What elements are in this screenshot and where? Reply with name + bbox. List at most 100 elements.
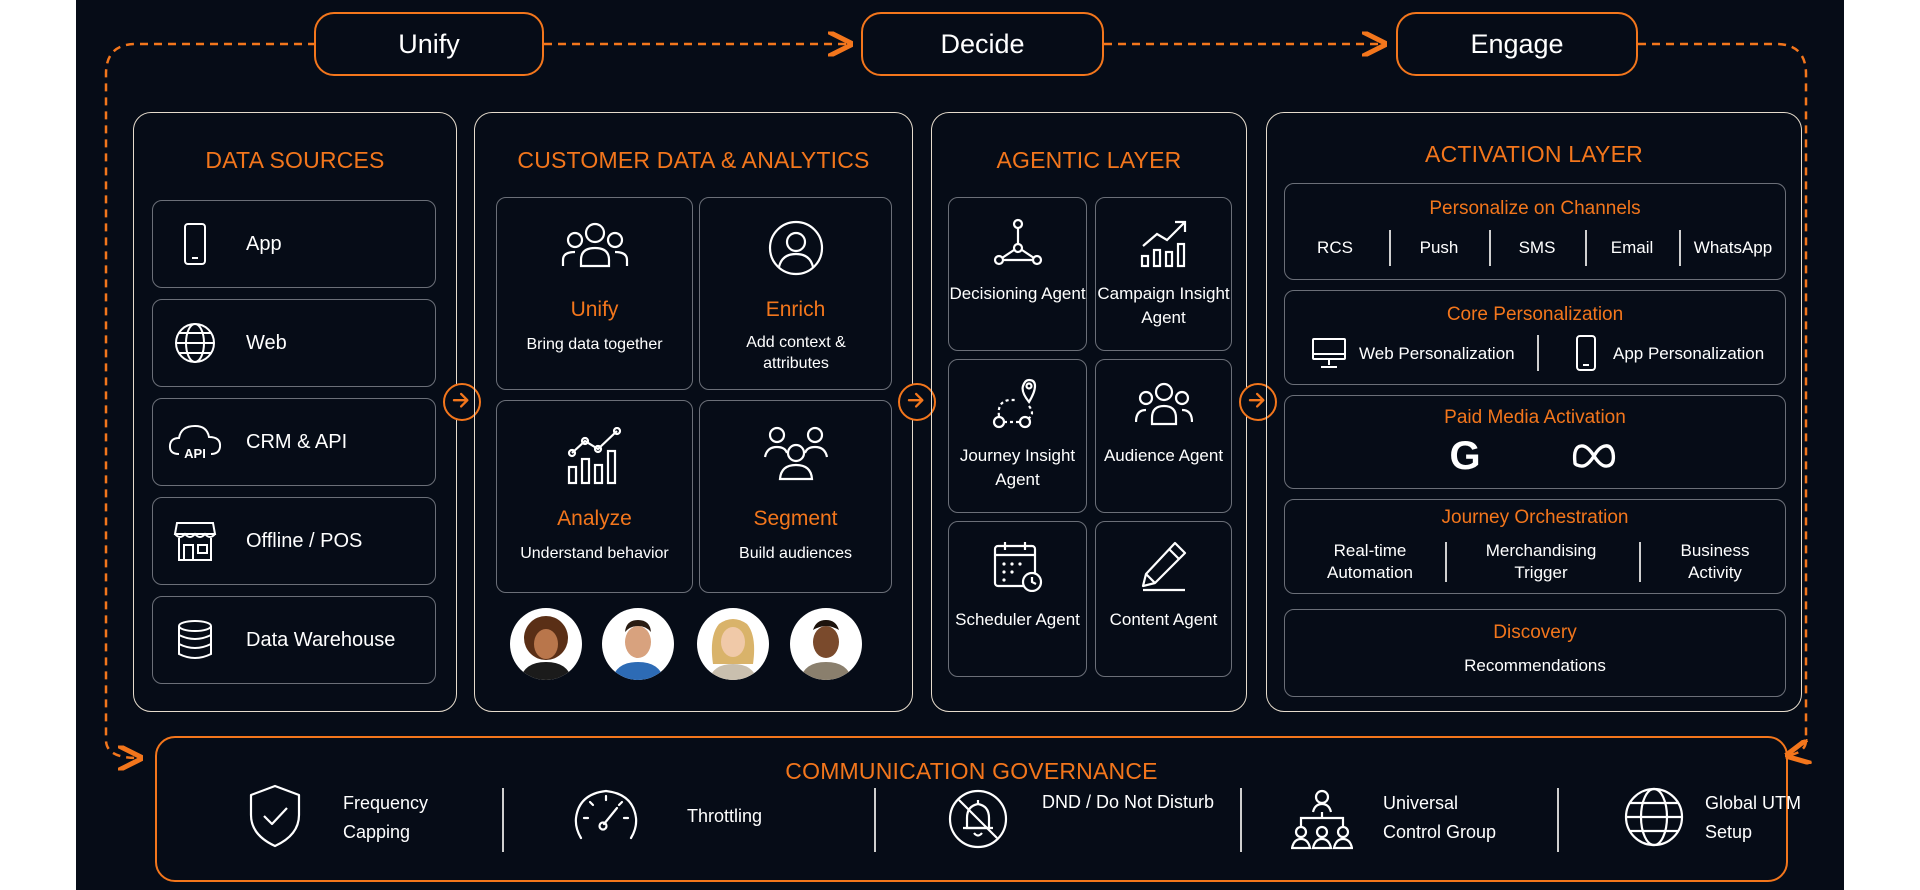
hierarchy-users-icon [1291, 789, 1353, 850]
discovery-box: Discovery Recommendations [1284, 609, 1786, 697]
monitor-icon [1312, 338, 1346, 368]
audience-group-icon [763, 426, 828, 481]
user-circle-icon [768, 220, 823, 276]
avatar [602, 608, 674, 680]
channels-box: Personalize on Channels RCS Push SMS Ema… [1284, 183, 1786, 280]
agentic-layer-title: AGENTIC LAYER [996, 147, 1182, 173]
channel-item: Push [1419, 238, 1459, 257]
database-icon [178, 620, 212, 659]
divider [1240, 788, 1242, 852]
cell-title: Analyze [557, 507, 632, 530]
web-personalization-label: Web Personalization [1359, 344, 1515, 363]
journey-title: Journey Orchestration [1441, 507, 1629, 528]
paid-media-title: Paid Media Activation [1444, 407, 1626, 428]
activation-layer-title: ACTIVATION LAYER [1425, 141, 1643, 167]
audience-icon [1134, 382, 1193, 426]
activation-layer-panel: ACTIVATION LAYER Personalize on Channels… [1266, 112, 1802, 712]
agent-scheduler: Scheduler Agent [948, 521, 1087, 677]
stage-unify: Unify [314, 12, 544, 76]
avatar [790, 608, 862, 680]
agent-label: Journey Insight Agent [959, 446, 1076, 489]
source-label: App [246, 232, 282, 255]
agent-decisioning: Decisioning Agent [948, 197, 1087, 351]
journey-item: Business Activity [1680, 541, 1750, 582]
cell-title: Unify [570, 298, 619, 321]
source-label: Offline / POS [246, 529, 363, 552]
channel-item: RCS [1317, 238, 1353, 257]
flow-arrow-icon [1239, 383, 1277, 421]
avatar [697, 608, 769, 680]
agent-label: Decisioning Agent [949, 284, 1086, 303]
growth-chart-icon [567, 427, 621, 485]
divider [1679, 230, 1681, 266]
core-personalization-box: Core Personalization Web Personalization… [1284, 290, 1786, 385]
channel-item: SMS [1518, 238, 1556, 257]
cell-subtitle: Bring data together [526, 336, 663, 353]
cell-subtitle: Add context & attributes [746, 334, 846, 372]
governance-label: Universal Control Group [1383, 793, 1497, 842]
app-personalization-label: App Personalization [1613, 344, 1765, 363]
agentic-layer-panel: AGENTIC LAYER Decisioning Agent Campaign… [931, 112, 1247, 712]
agent-label: Scheduler Agent [955, 610, 1080, 629]
agent-audience: Audience Agent [1095, 359, 1232, 513]
customer-data-panel: CUSTOMER DATA & ANALYTICS Unify Bring da… [474, 112, 913, 712]
customer-data-title: CUSTOMER DATA & ANALYTICS [517, 147, 870, 173]
store-icon [173, 522, 217, 561]
agent-label: Campaign Insight Agent [1097, 284, 1230, 327]
agent-label: Audience Agent [1103, 446, 1224, 465]
globe-icon [1624, 787, 1684, 847]
users-group-icon [561, 222, 628, 268]
cloud-api-icon: API [168, 424, 222, 461]
divider [1489, 230, 1491, 266]
divider [1585, 230, 1587, 266]
agent-label: Content Agent [1109, 610, 1218, 629]
channel-item: Email [1610, 238, 1654, 257]
source-item-app: App [152, 200, 436, 288]
shield-check-icon [249, 784, 301, 848]
source-label: Web [246, 331, 287, 354]
data-sources-title: DATA SOURCES [205, 147, 385, 173]
data-sources-panel: DATA SOURCES App Web API CRM & API [133, 112, 457, 712]
core-title: Core Personalization [1446, 304, 1624, 325]
governance-label: Global UTM Setup [1705, 793, 1802, 842]
governance-panel: COMMUNICATION GOVERNANCE Frequency Cappi… [155, 736, 1801, 882]
cell-enrich: Enrich Add context & attributes [699, 197, 892, 390]
source-item-crm: API CRM & API [152, 398, 436, 486]
cell-segment: Segment Build audiences [699, 400, 892, 593]
cell-title: Segment [753, 507, 838, 530]
svg-text:API: API [184, 446, 206, 461]
discovery-title: Discovery [1493, 622, 1577, 643]
divider [1389, 230, 1391, 266]
flow-connectors [104, 0, 1844, 890]
speedometer-icon [574, 789, 638, 840]
google-icon: G [1449, 434, 1481, 478]
smartphone-icon [1576, 335, 1596, 371]
journey-orchestration-box: Journey Orchestration Real-time Automati… [1284, 499, 1786, 594]
avatar [510, 608, 582, 680]
cell-subtitle: Understand behavior [520, 545, 669, 562]
cell-subtitle: Build audiences [739, 545, 852, 562]
divider [1557, 788, 1559, 852]
agent-campaign-insight: Campaign Insight Agent [1095, 197, 1232, 351]
journey-path-icon [992, 378, 1036, 429]
paid-media-box: Paid Media Activation G [1284, 395, 1786, 489]
source-item-warehouse: Data Warehouse [152, 596, 436, 684]
governance-title: COMMUNICATION GOVERNANCE [785, 758, 1158, 784]
agent-journey-insight: Journey Insight Agent [948, 359, 1087, 513]
cell-title: Enrich [765, 298, 826, 321]
governance-label: DND / Do Not Disturb [1042, 792, 1215, 812]
divider [1639, 542, 1641, 582]
agent-content: Content Agent [1095, 521, 1232, 677]
bell-off-icon [948, 789, 1008, 849]
cell-analyze: Analyze Understand behavior [496, 400, 693, 593]
flow-arrow-icon [898, 383, 936, 421]
divider [502, 788, 504, 852]
globe-icon [175, 323, 215, 363]
pencil-icon [1141, 541, 1186, 592]
architecture-diagram: Unify Decide Engage DATA SOURCES App Web [76, 0, 1844, 890]
channels-title: Personalize on Channels [1429, 198, 1641, 219]
discovery-text: Recommendations [1464, 656, 1606, 675]
source-label: CRM & API [246, 430, 348, 453]
cell-unify: Unify Bring data together [496, 197, 693, 390]
calendar-clock-icon [993, 542, 1042, 592]
